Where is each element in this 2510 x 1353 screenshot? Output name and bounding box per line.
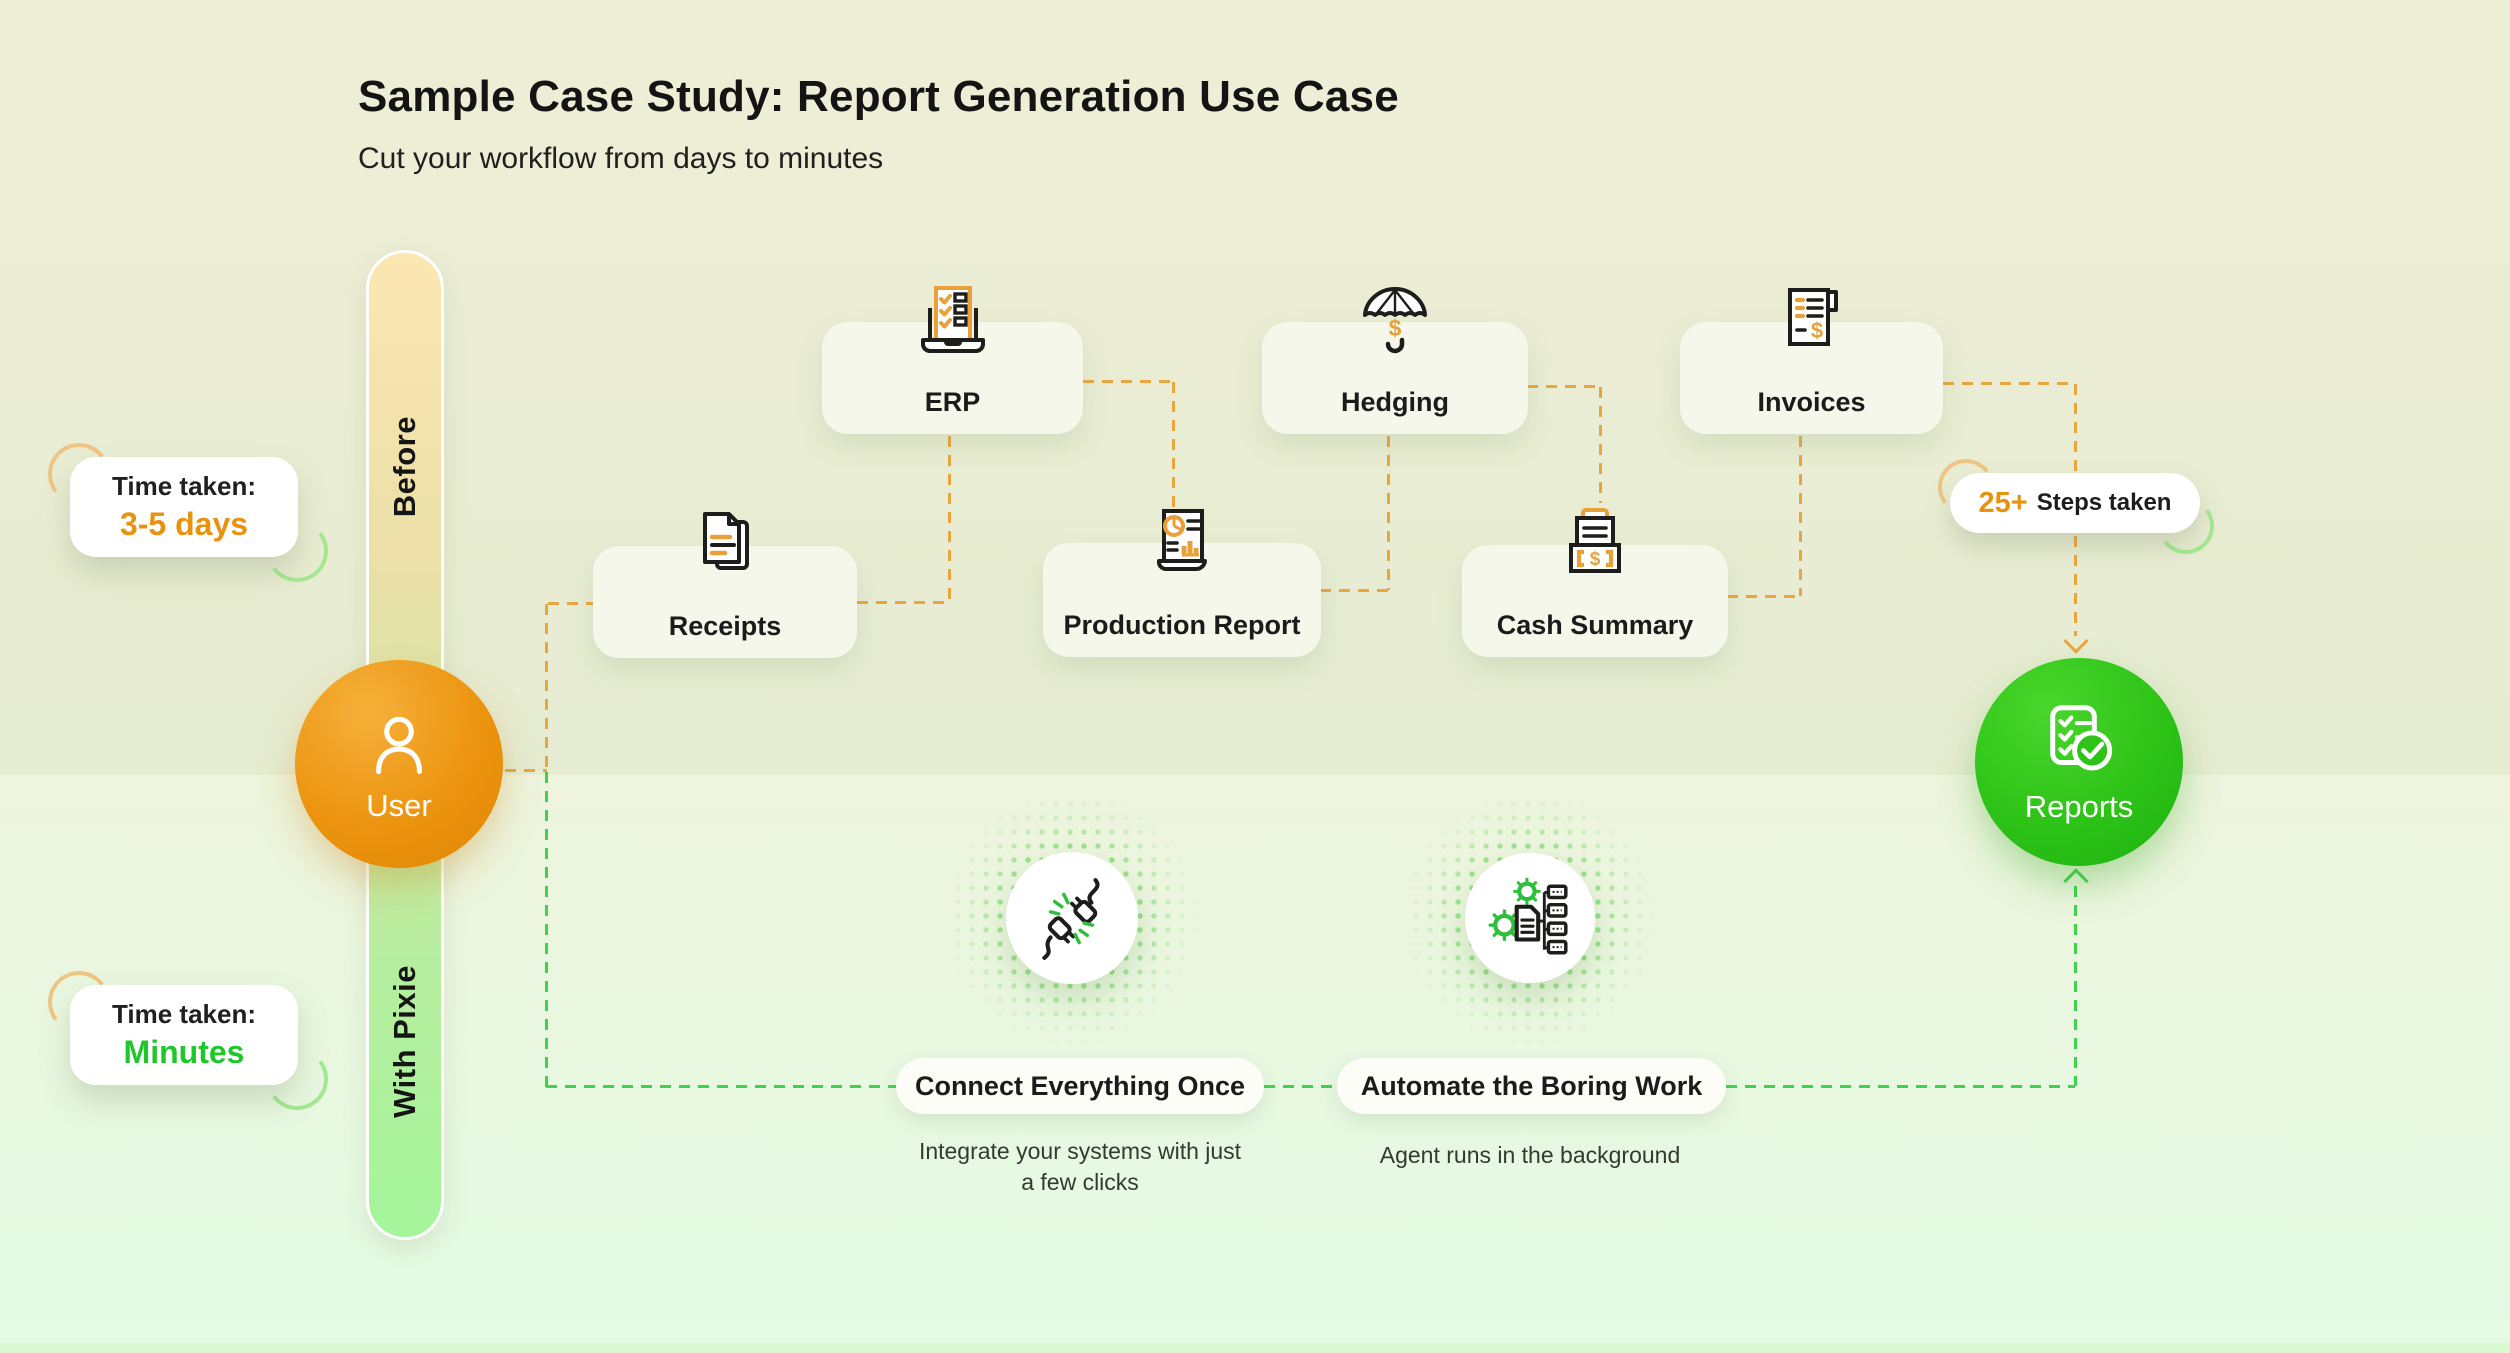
receipts-documents-icon [703,512,749,570]
time-taken-before-value: 3-5 days [119,506,249,542]
connector-connect-to-automate [1264,1085,1337,1088]
flow-card-receipts: Receipts [593,512,857,658]
flow-card-label: Cash Summary [1496,610,1694,640]
automate-step-circle [1465,853,1595,983]
page-title: Sample Case Study: Report Generation Use… [358,72,1399,121]
svg-text:$: $ [1389,315,1402,341]
connector-receipts-right [857,601,949,604]
flow-card-cash-summary: $ Cash Summary [1462,508,1728,657]
svg-text:$: $ [1810,318,1822,343]
flow-card-erp: ERP [822,286,1083,434]
time-taken-label: Time taken: [111,471,256,501]
connector-cash-right [1727,595,1800,598]
automation-gears-icon [1488,877,1568,955]
connector-automate-right [1726,1085,2075,1088]
connector-into-receipts [548,602,595,605]
connect-step-label: Connect Everything Once [914,1070,1246,1101]
flow-card-label: Hedging [1341,387,1449,417]
connector-junction-down [545,772,548,1088]
with-pixie-label: With Pixie [387,965,422,1118]
steps-label: Steps taken [2036,489,2172,516]
connector-erp-right [1083,380,1173,383]
connect-step-circle [1006,852,1138,984]
flow-card-label: Production Report [1063,610,1301,640]
production-report-document-icon [1156,509,1207,572]
connect-step-description: Integrate your systems with just a few c… [918,1138,1242,1196]
plug-connection-icon [1042,878,1100,960]
connector-invoices-right [1943,382,2074,385]
connector-up-to-reports [2074,886,2077,1086]
svg-text:$: $ [1590,549,1601,570]
steps-taken-badge: 25+ Steps taken [1950,473,2200,533]
flow-card-label: Invoices [1757,387,1866,417]
connector-down-to-cash [1599,387,1602,503]
connector-up-to-invoices [1799,436,1802,596]
cash-summary-register-icon: $ [1569,508,1621,573]
connector-down-to-production [1172,382,1175,512]
automate-step-pill: Automate the Boring Work [1337,1058,1726,1114]
erp-laptop-checklist-icon [920,286,985,353]
time-taken-pixie-card: Time taken: Minutes [70,985,298,1085]
connector-user-to-junction [505,769,547,772]
flow-card-label: ERP [924,387,981,417]
reports-node-label: Reports [2024,789,2134,824]
user-node: User [295,660,503,868]
page-subtitle: Cut your workflow from days to minutes [358,142,884,175]
automate-step-description: Agent runs in the background [1379,1142,1681,1168]
hedging-umbrella-dollar-icon: $ [1363,287,1427,354]
connector-junction-up [545,604,548,771]
flow-card-production-report: Production Report [1043,509,1321,657]
connector-hedging-right [1527,385,1600,388]
user-person-icon [375,716,423,775]
before-label: Before [387,416,422,518]
reports-node: Reports [1975,658,2183,866]
time-taken-pixie-value: Minutes [123,1034,245,1070]
reports-checklist-check-icon [2050,705,2113,771]
connector-up-to-hedging [1387,436,1390,590]
automate-step-label: Automate the Boring Work [1360,1070,1703,1101]
invoices-document-icon: $ [1787,288,1838,346]
time-taken-before-card: Time taken: 3-5 days [70,457,298,557]
user-node-label: User [366,788,432,823]
connector-up-to-erp [948,436,951,602]
flow-card-invoices: $ Invoices [1680,288,1943,434]
background-bottom-strip [0,1343,2510,1353]
time-taken-label: Time taken: [111,999,256,1029]
connector-production-right [1320,589,1388,592]
steps-count: 25+ [1978,486,2028,519]
connect-step-pill: Connect Everything Once [896,1058,1264,1114]
flow-card-label: Receipts [668,611,782,641]
connector-to-connect-step [546,1085,898,1088]
flow-card-hedging: $ Hedging [1262,287,1528,434]
